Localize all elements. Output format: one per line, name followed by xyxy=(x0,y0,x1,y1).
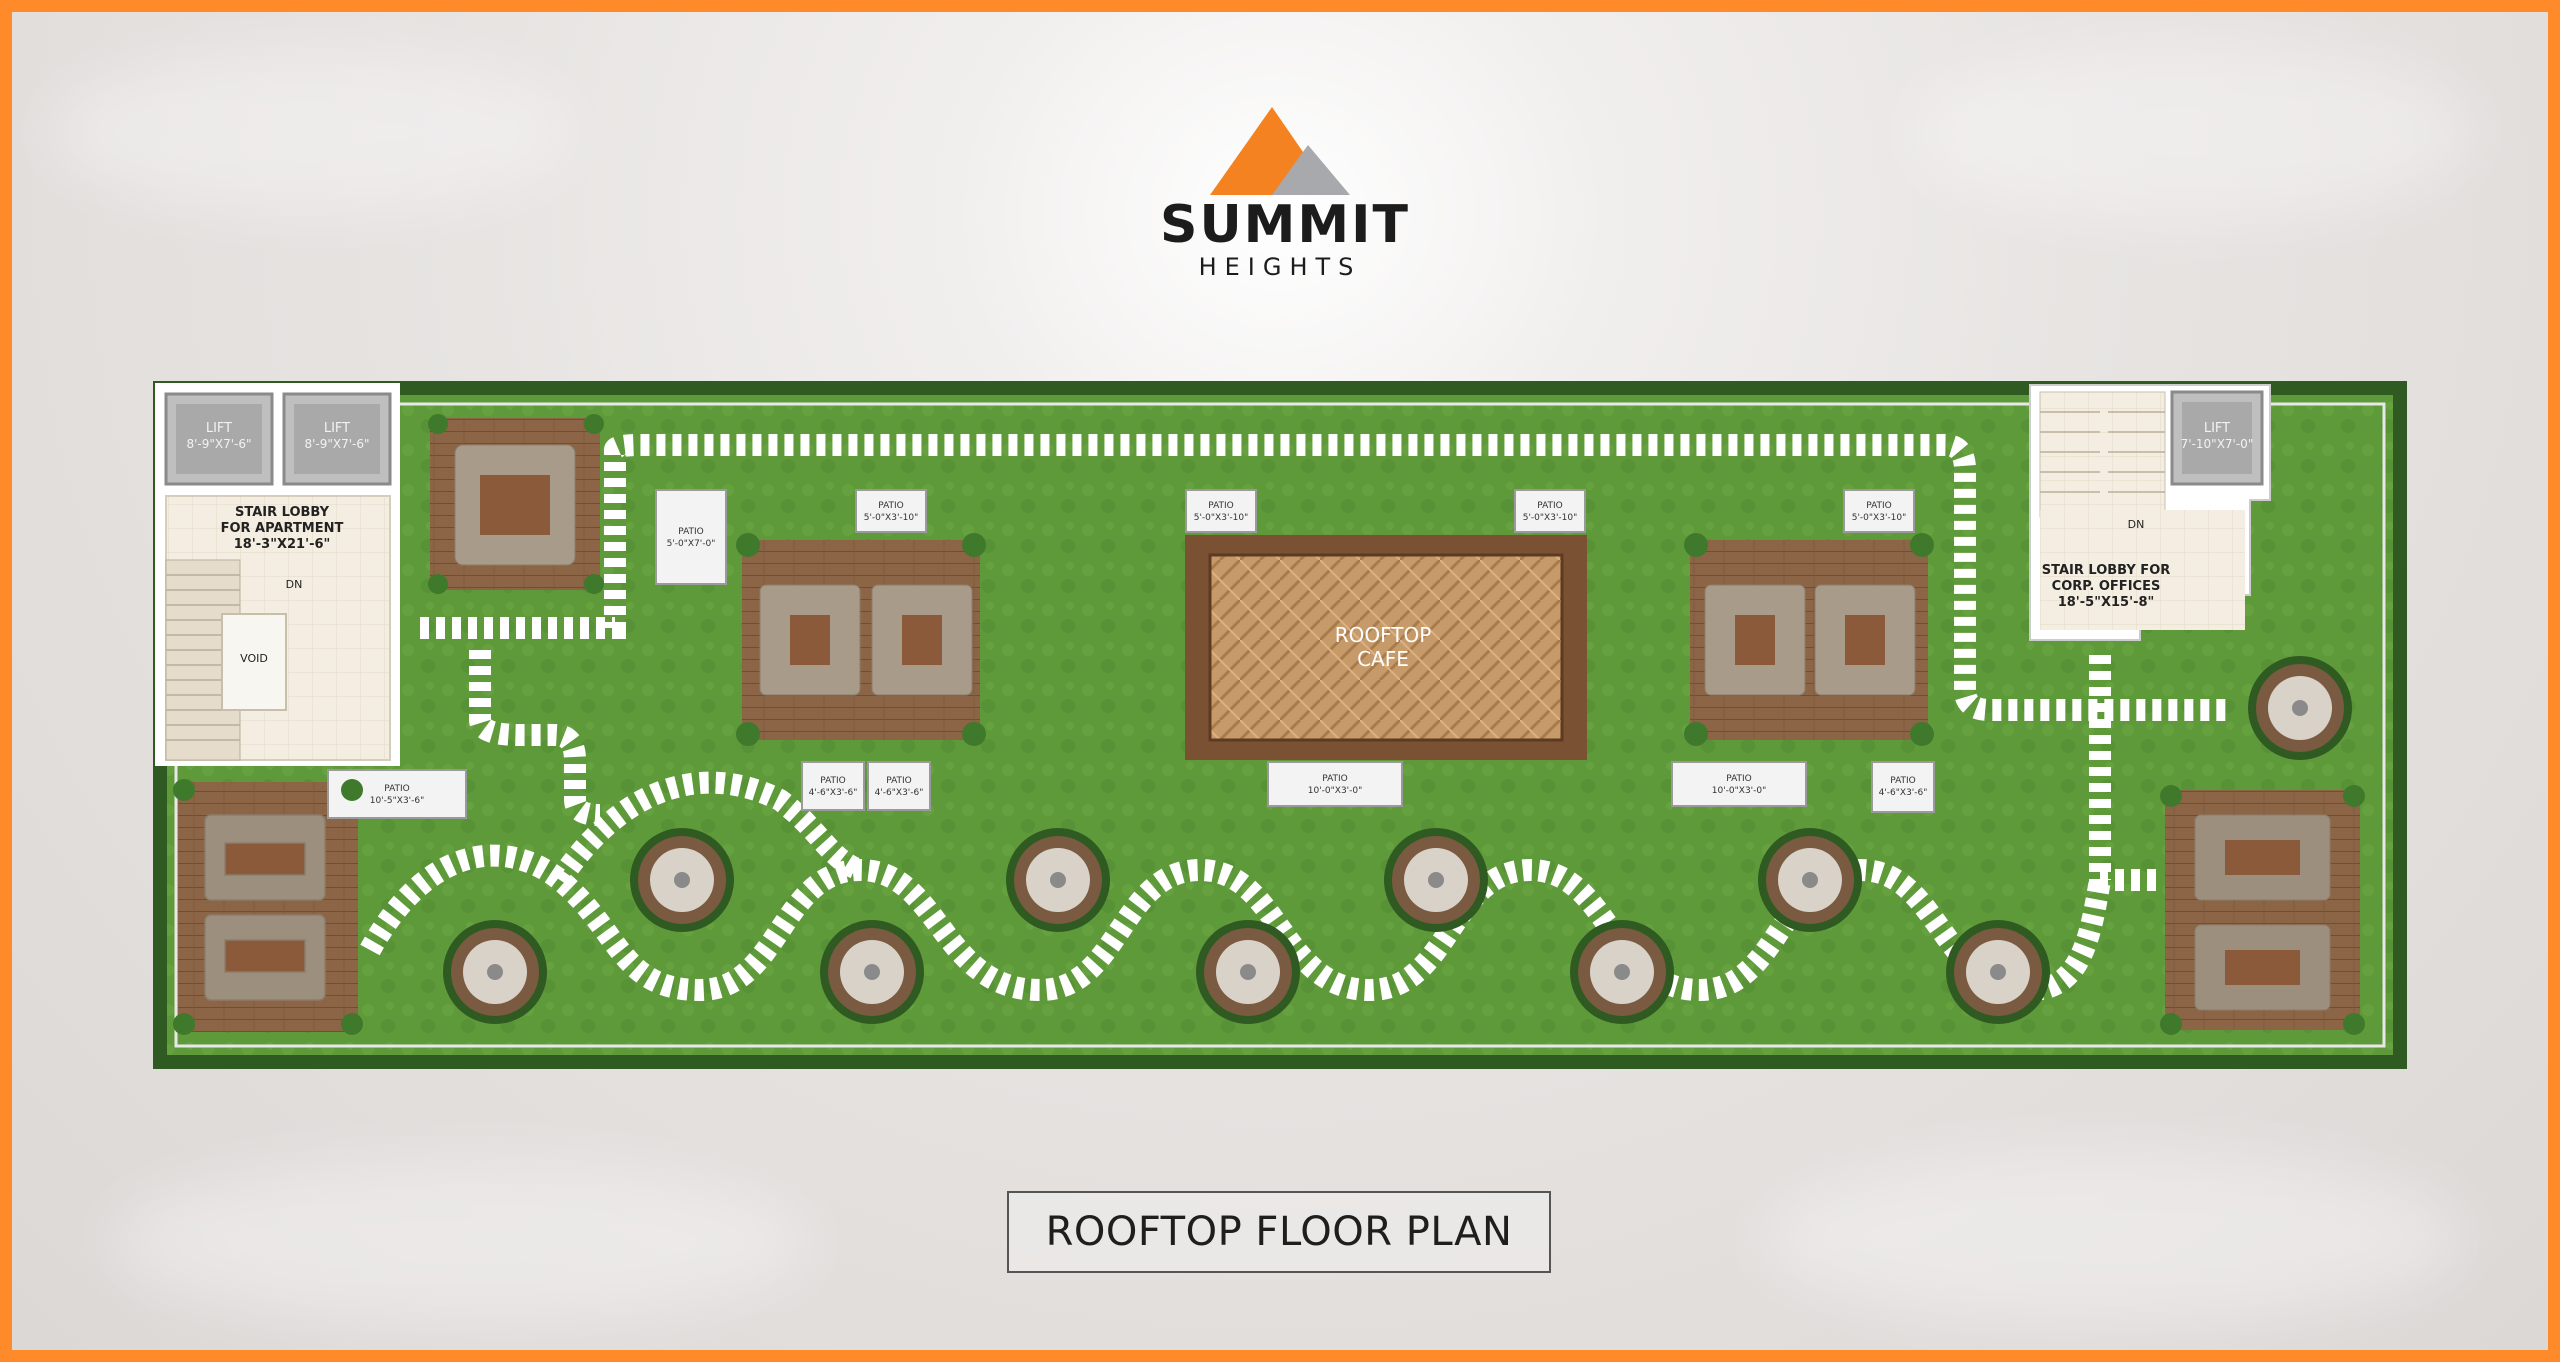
mountain-logo-icon xyxy=(1210,107,1350,195)
brand-name: SUMMIT xyxy=(1160,195,1410,255)
plan-caption: ROOFTOP FLOOR PLAN xyxy=(1007,1191,1551,1273)
brand-logo: SUMMIT HEIGHTS xyxy=(1160,95,1410,295)
brand-tagline: HEIGHTS xyxy=(1198,253,1362,281)
